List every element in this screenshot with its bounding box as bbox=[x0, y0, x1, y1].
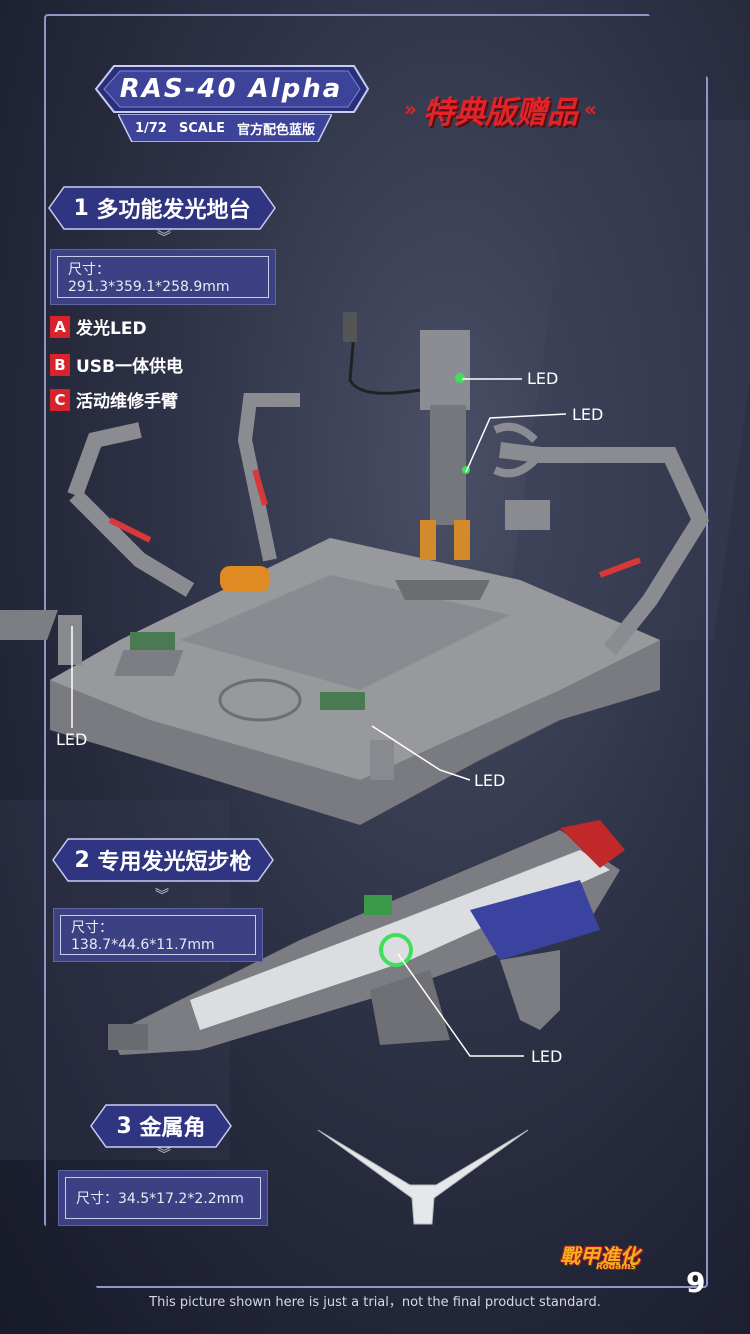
section-3-size-box: 尺寸：34.5*17.2*2.2mm bbox=[58, 1170, 268, 1226]
short-rifle-image bbox=[108, 820, 625, 1055]
section-1-number: 1 bbox=[73, 195, 89, 221]
brand-logo: 戰甲進化 Rodams bbox=[560, 1240, 656, 1274]
led-label-tower-top: LED bbox=[527, 369, 559, 388]
scale-word: SCALE bbox=[178, 120, 225, 136]
section-3-number: 3 bbox=[116, 1113, 132, 1139]
scale-badge: 1/72 SCALE 官方配色蓝版 bbox=[118, 114, 332, 142]
gift-banner: » 特典版赠品 « bbox=[404, 88, 597, 131]
edition-label: 官方配色蓝版 bbox=[237, 122, 316, 138]
scale-value: 1/72 bbox=[134, 120, 167, 136]
feature-c-letter: C bbox=[50, 388, 70, 411]
title-badge-shape bbox=[94, 65, 370, 113]
section-3-title: 3 金属角 bbox=[90, 1104, 232, 1148]
led-label-panel: LED bbox=[474, 771, 506, 790]
section-pill-shape bbox=[52, 838, 274, 882]
section-3-size: 尺寸：34.5*17.2*2.2mm bbox=[65, 1177, 261, 1219]
section-pill-shape bbox=[48, 186, 276, 230]
model-name: RAS-40 Alpha bbox=[119, 74, 343, 104]
section-2-number: 2 bbox=[74, 847, 90, 873]
feature-a-letter: A bbox=[50, 315, 70, 338]
chevron-right-icon: » bbox=[404, 97, 417, 121]
brand-sub: Rodams bbox=[596, 1262, 636, 1272]
section-2-label: 专用发光短步枪 bbox=[97, 850, 252, 875]
scale-badge-shape bbox=[118, 114, 332, 142]
section-pill-shape bbox=[90, 1104, 232, 1148]
section-1-title: 1 多功能发光地台 bbox=[48, 186, 276, 230]
feature-b-letter: B bbox=[50, 353, 70, 376]
disclaimer: This picture shown here is just a trial，… bbox=[149, 1295, 601, 1310]
light-base-platform-image bbox=[0, 312, 710, 825]
metal-horn-image bbox=[317, 1129, 529, 1225]
section-2-size: 尺寸：138.7*44.6*11.7mm bbox=[60, 915, 256, 955]
led-label-corner: LED bbox=[56, 730, 88, 749]
gift-label: 特典版赠品 bbox=[422, 94, 578, 131]
led-callout-lines bbox=[71, 378, 567, 1057]
chevron-down-icon: ︾ bbox=[155, 888, 169, 904]
section-1-size-box: 尺寸：291.3*359.1*258.9mm bbox=[50, 249, 276, 305]
led-label-rifle: LED bbox=[531, 1047, 563, 1066]
chevron-down-icon: ︾ bbox=[157, 1147, 171, 1163]
section-1-size: 尺寸：291.3*359.1*258.9mm bbox=[57, 256, 269, 298]
section-2-size-box: 尺寸：138.7*44.6*11.7mm bbox=[53, 908, 263, 962]
section-1-label: 多功能发光地台 bbox=[96, 198, 251, 223]
feature-c-text: 活动维修手臂 bbox=[76, 392, 178, 412]
title-badge: RAS-40 Alpha bbox=[92, 64, 370, 114]
feature-a: A 发光LED bbox=[50, 314, 147, 339]
feature-b-text: USB一体供电 bbox=[76, 357, 184, 377]
chevron-left-icon: « bbox=[583, 97, 597, 121]
feature-a-text: 发光LED bbox=[76, 319, 147, 339]
feature-c: C 活动维修手臂 bbox=[50, 387, 178, 412]
page-frame bbox=[44, 14, 708, 1288]
chevron-down-icon: ︾ bbox=[157, 230, 171, 246]
page-number: 9 bbox=[686, 1266, 706, 1299]
brand-name: 戰甲進化 bbox=[560, 1244, 640, 1268]
section-3-label: 金属角 bbox=[139, 1116, 206, 1141]
led-label-tower-mid: LED bbox=[572, 405, 604, 424]
section-2-title: 2 专用发光短步枪 bbox=[52, 838, 274, 882]
feature-b: B USB一体供电 bbox=[50, 352, 183, 377]
